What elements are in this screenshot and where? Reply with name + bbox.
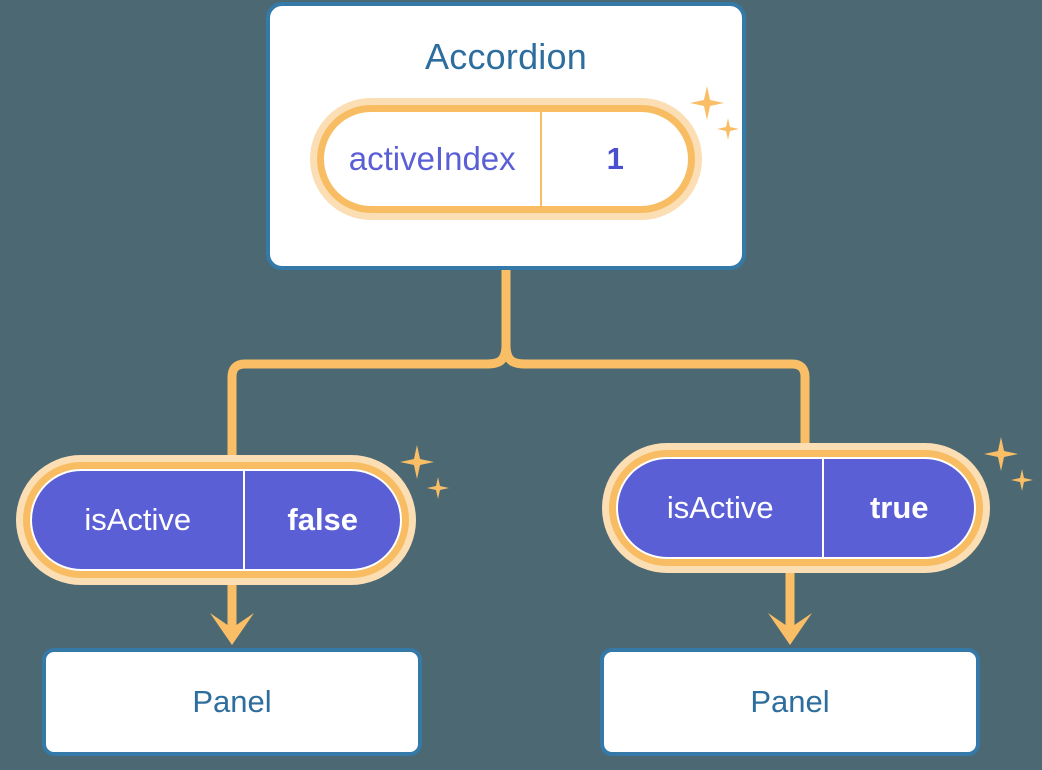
sparkle-icon (984, 437, 1018, 471)
sparkle-icon (400, 445, 434, 479)
connector-branch-left (227, 344, 511, 462)
sparkle-icon (427, 477, 449, 499)
state-pill-activeindex[interactable]: activeIndex 1 (310, 98, 702, 220)
state-value: true (869, 490, 929, 525)
panel-label: Panel (750, 684, 830, 719)
pill-ring: isActive true (609, 450, 983, 566)
page-title: Accordion (425, 36, 587, 77)
panel-label: Panel (192, 684, 272, 719)
state-pill-isactive-left[interactable]: isActive false (16, 455, 416, 585)
component-card-panel-left[interactable]: Panel (42, 648, 422, 756)
pill-body: activeIndex 1 (324, 112, 688, 206)
state-value: false (287, 502, 359, 537)
state-pill-isactive-right[interactable]: isActive true (602, 443, 990, 573)
pill-ring: activeIndex 1 (317, 105, 695, 213)
arrow-down-icon-left (210, 583, 254, 645)
arrow-down-icon-right (768, 571, 812, 645)
state-value: 1 (606, 141, 624, 176)
sparkle-icon (1011, 469, 1033, 491)
pill-ring: isActive false (23, 462, 409, 578)
connector-branch-right (501, 344, 810, 450)
state-key: isActive (32, 471, 246, 569)
pill-body: isActive false (30, 469, 402, 571)
state-key: isActive (618, 459, 825, 557)
pill-body: isActive true (616, 457, 976, 559)
component-card-panel-right[interactable]: Panel (600, 648, 980, 756)
state-key: activeIndex (324, 112, 543, 206)
